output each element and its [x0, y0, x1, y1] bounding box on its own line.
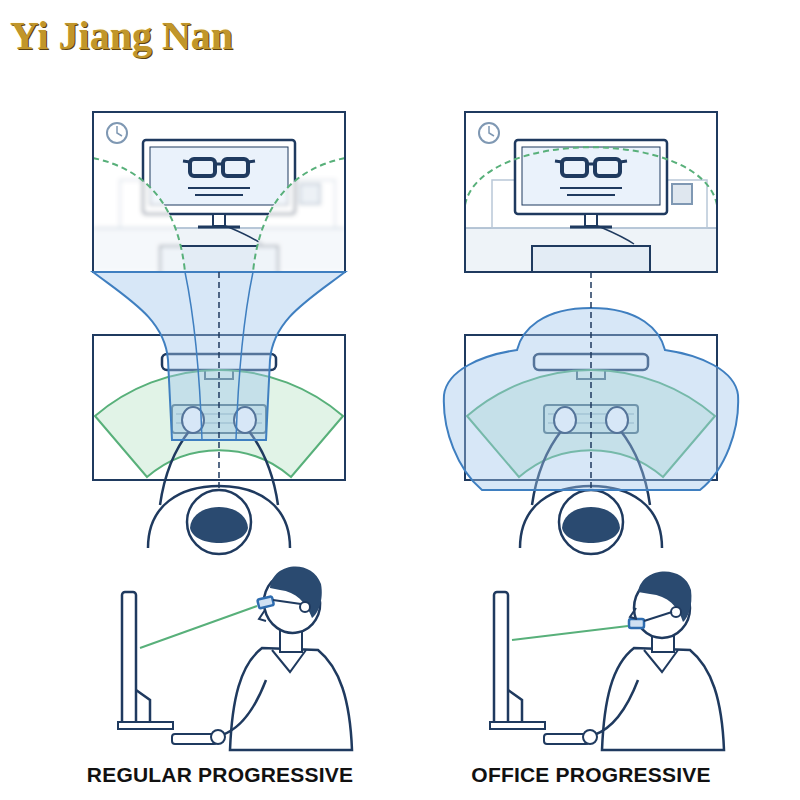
center-axis	[590, 272, 592, 490]
line-of-sight	[140, 606, 257, 648]
panel-border	[465, 112, 717, 272]
caption: REGULAR PROGRESSIVE	[60, 762, 380, 787]
ear	[300, 602, 310, 612]
glasses	[257, 596, 274, 608]
ear	[671, 607, 681, 617]
nose	[259, 610, 266, 621]
caption: OFFICE PROGRESSIVE	[431, 762, 751, 787]
watermark: Yi Jiang Nan	[10, 14, 350, 58]
sharp-scene	[465, 112, 717, 272]
sharp-view	[465, 112, 717, 272]
glasses-temple	[644, 612, 672, 621]
glasses	[629, 619, 644, 628]
panel-border	[93, 112, 345, 272]
sharp-scene	[93, 112, 345, 280]
blurred-scene	[93, 112, 345, 272]
center-axis	[218, 272, 220, 490]
line-of-sight	[512, 626, 628, 640]
focus-boundary	[253, 158, 345, 272]
office-panel	[465, 112, 717, 280]
focus-boundary	[465, 147, 717, 205]
nose	[630, 608, 637, 619]
focus-boundary	[93, 158, 185, 272]
sharp-view	[93, 112, 345, 280]
blurred-view	[93, 112, 345, 272]
hair	[270, 566, 322, 618]
hair	[638, 571, 691, 622]
glasses-temple	[273, 600, 301, 604]
